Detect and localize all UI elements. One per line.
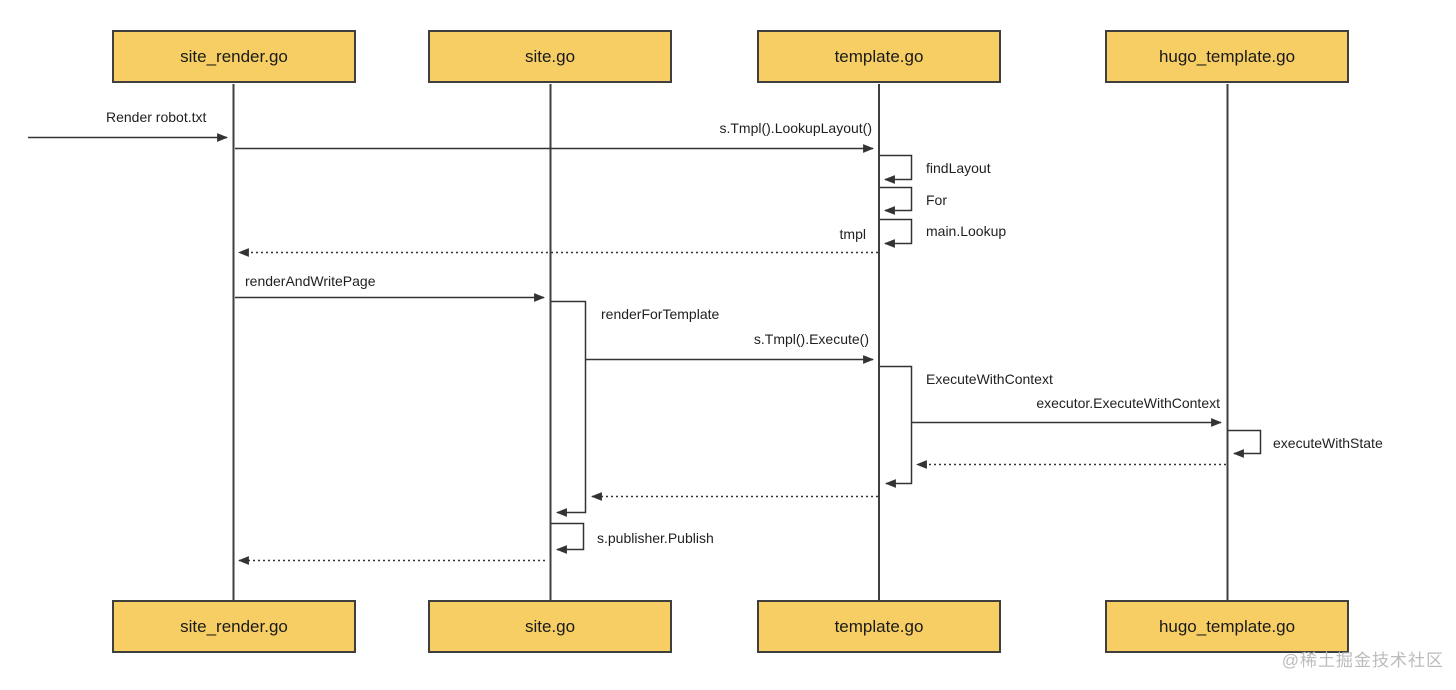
message-label-main-lookup: main.Lookup [926,223,1007,239]
message-label-publisher-publish: s.publisher.Publish [597,530,714,546]
selfloop-find-layout [880,154,913,184]
message-label-render-robot: Render robot.txt [106,109,207,125]
message-label-executor-execute-with-context: executor.ExecuteWithContext [1036,395,1220,411]
selfloop-publisher-publish [551,522,585,554]
actor-bottom-hugo-template: hugo_template.go [1105,600,1349,653]
message-label-lookup-layout: s.Tmpl().LookupLayout() [719,120,872,136]
message-label-find-layout: findLayout [926,160,991,176]
actor-top-site-render: site_render.go [112,30,356,83]
actor-bottom-template: template.go [757,600,1001,653]
activation-template [880,365,913,488]
message-label-execute-with-state: executeWithState [1273,435,1383,451]
message-label-for: For [926,192,947,208]
actor-top-template: template.go [757,30,1001,83]
actor-bottom-site-render: site_render.go [112,600,356,653]
actor-top-site: site.go [428,30,672,83]
message-label-execute-with-context: ExecuteWithContext [926,371,1053,387]
selfloop-for [880,186,913,215]
watermark-text: @稀土掘金技术社区 [1281,651,1444,670]
actor-bottom-site: site.go [428,600,672,653]
actor-top-hugo-template: hugo_template.go [1105,30,1349,83]
message-label-tmpl: tmpl [839,226,866,242]
message-label-render-for-template: renderForTemplate [601,306,720,322]
selfloop-execute-with-state [1228,429,1262,458]
message-label-tmpl-execute: s.Tmpl().Execute() [753,331,869,347]
message-label-render-and-write-page: renderAndWritePage [245,273,376,289]
activation-site [551,300,587,517]
selfloop-main-lookup [880,218,913,248]
